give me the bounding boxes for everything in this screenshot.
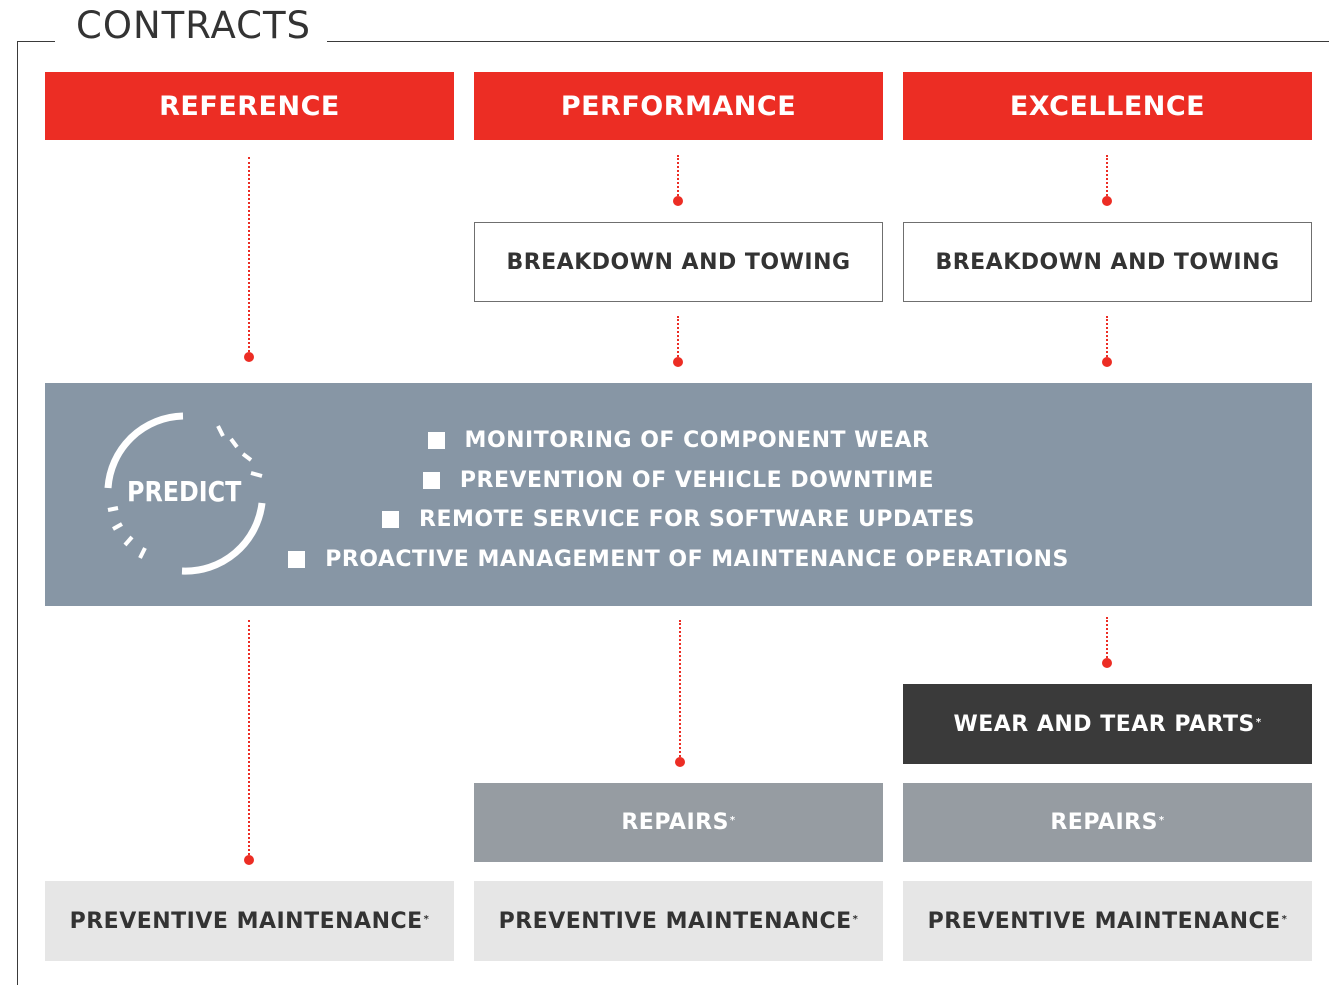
bullet-square-icon [422, 471, 440, 489]
wear-and-tear-box: WEAR AND TEAR PARTS* [903, 684, 1312, 764]
asterisk-mark: * [423, 913, 430, 925]
excellence-connector-header [1106, 155, 1108, 196]
asterisk-mark: * [1281, 913, 1288, 925]
reference-connector-bottom-dot [244, 855, 254, 865]
performance-connector-breakdown-dot [673, 357, 683, 367]
performance-connector-header-dot [673, 196, 683, 206]
performance-connector-header [677, 155, 679, 196]
repairs-label: REPAIRS [1050, 810, 1158, 835]
bullet-square-icon [427, 432, 445, 450]
predict-feature-item: MONITORING OF COMPONENT WEAR [45, 421, 1312, 461]
asterisk-mark: * [1158, 815, 1165, 826]
predict-feature-label: PROACTIVE MANAGEMENT OF MAINTENANCE OPER… [325, 546, 1069, 572]
predict-feature-label: REMOTE SERVICE FOR SOFTWARE UPDATES [419, 507, 975, 533]
excellence-connector-bottom [1106, 617, 1108, 658]
frame-top-left [17, 41, 55, 42]
predict-feature-item: PROACTIVE MANAGEMENT OF MAINTENANCE OPER… [45, 540, 1312, 580]
page-title: CONTRACTS [76, 4, 312, 47]
repairs-label: REPAIRS [621, 810, 729, 835]
predict-feature-list: MONITORING OF COMPONENT WEAR PREVENTION … [45, 421, 1312, 579]
bullet-square-icon [288, 550, 306, 568]
asterisk-mark: * [852, 913, 859, 925]
reference-preventive-box: PREVENTIVE MAINTENANCE* [45, 881, 454, 961]
predict-feature-label: PREVENTION OF VEHICLE DOWNTIME [459, 467, 935, 493]
reference-connector-top-dot [244, 352, 254, 362]
excellence-connector-breakdown-dot [1102, 357, 1112, 367]
frame-top-right [327, 41, 1329, 42]
excellence-repairs-box: REPAIRS* [903, 783, 1312, 862]
predict-feature-item: REMOTE SERVICE FOR SOFTWARE UPDATES [45, 500, 1312, 540]
predict-feature-label: MONITORING OF COMPONENT WEAR [464, 428, 930, 454]
bullet-square-icon [382, 511, 400, 529]
excellence-connector-breakdown [1106, 316, 1108, 357]
preventive-label: PREVENTIVE MAINTENANCE [498, 908, 852, 934]
excellence-connector-header-dot [1102, 196, 1112, 206]
preventive-label: PREVENTIVE MAINTENANCE [927, 908, 1281, 934]
frame-left [17, 41, 18, 985]
performance-breakdown-box: BREAKDOWN AND TOWING [474, 222, 883, 302]
performance-connector-breakdown [677, 316, 679, 357]
asterisk-mark: * [1255, 716, 1262, 728]
performance-repairs-box: REPAIRS* [474, 783, 883, 862]
predict-logo-text: PREDICT [127, 475, 242, 508]
predict-band: PREDICT MONITORING OF COMPONENT WEAR PRE… [45, 383, 1312, 606]
excellence-breakdown-box: BREAKDOWN AND TOWING [903, 222, 1312, 302]
performance-connector-bottom [679, 620, 681, 757]
performance-header: PERFORMANCE [474, 72, 883, 140]
reference-connector-bottom [248, 620, 250, 855]
excellence-preventive-box: PREVENTIVE MAINTENANCE* [903, 881, 1312, 961]
reference-header: REFERENCE [45, 72, 454, 140]
performance-preventive-box: PREVENTIVE MAINTENANCE* [474, 881, 883, 961]
asterisk-mark: * [729, 815, 736, 826]
excellence-connector-bottom-dot [1102, 658, 1112, 668]
predict-gauge-icon [104, 412, 266, 575]
wear-and-tear-label: WEAR AND TEAR PARTS [953, 711, 1255, 737]
performance-connector-bottom-dot [675, 757, 685, 767]
reference-connector-top [248, 157, 250, 352]
preventive-label: PREVENTIVE MAINTENANCE [69, 908, 423, 934]
predict-feature-item: PREVENTION OF VEHICLE DOWNTIME [45, 461, 1312, 501]
excellence-header: EXCELLENCE [903, 72, 1312, 140]
